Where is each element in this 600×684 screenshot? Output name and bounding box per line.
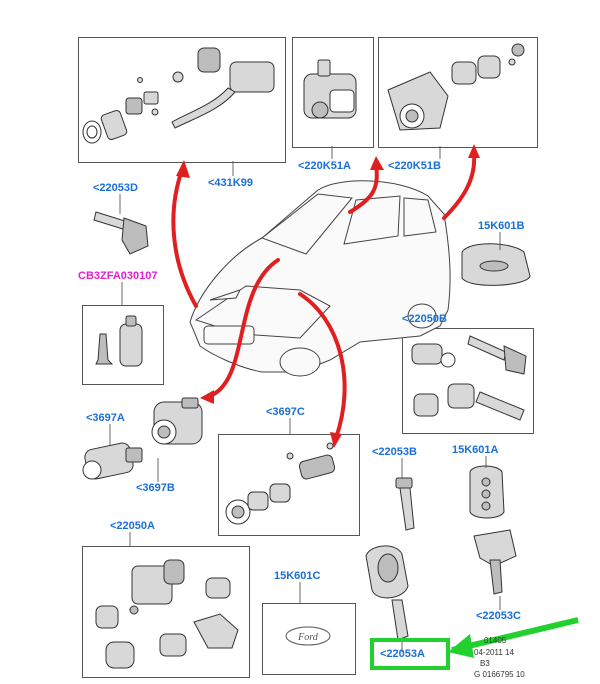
ref-line-4: G 0166795 10 [474, 670, 525, 679]
label-CB3ZFA030107: CB3ZFA030107 [78, 270, 158, 282]
arrow-to-220K51B [442, 152, 477, 220]
arrow-to-431K99 [171, 168, 198, 308]
box-431K99 [78, 37, 286, 163]
remote-key-15K601B [461, 243, 531, 286]
box-CB3ZFA030107 [82, 305, 164, 385]
ref-line-3: B3 [480, 659, 490, 668]
lock-set-22050A [95, 559, 239, 669]
arrowhead-220K51B [468, 144, 480, 158]
arrow-to-220K51A [348, 164, 379, 214]
key-22053C [473, 529, 517, 595]
label-431K99: <431K99 [208, 177, 253, 189]
label-220K51A: <220K51A [298, 160, 351, 172]
lock-components-3697C [225, 442, 336, 525]
label-220K51B: <220K51B [388, 160, 441, 172]
label-22053A: <22053A [380, 648, 425, 660]
lock-housing-220K51B [387, 43, 525, 131]
ref-line-1: 01405 [484, 636, 507, 645]
highlight-box-22053A [370, 638, 450, 670]
remote-key-15K601A [469, 465, 505, 519]
label-22053C: <22053C [476, 610, 521, 622]
ignition-cylinder-3697B [151, 397, 203, 445]
lock-set-22050B [411, 335, 527, 421]
label-15K601C: 15K601C [274, 570, 321, 582]
arrow-to-3697B [208, 258, 280, 398]
label-22053B: <22053B [372, 446, 417, 458]
key-blade-22053D [93, 211, 149, 255]
key-blade-22053B [395, 477, 415, 531]
lubricant-kit-CB3ZFA030107 [95, 315, 143, 367]
box-15K601C [262, 603, 356, 675]
lock-cylinder-parts-431K99 [82, 47, 275, 144]
red-arrows [171, 144, 480, 448]
arrow-to-3697C [298, 292, 347, 440]
ignition-lock-3697A [82, 442, 143, 480]
ref-line-2: 04-2011 14 [474, 648, 514, 657]
label-3697A: <3697A [86, 412, 125, 424]
lock-housing-220K51A [303, 59, 357, 119]
ford-logo: Ford [285, 626, 331, 646]
label-22050A: <22050A [110, 520, 155, 532]
ford-logo-text: Ford [297, 632, 319, 643]
label-22053D: <22053D [93, 182, 138, 194]
box-220K51A [292, 37, 374, 148]
label-22050B: <22050B [402, 313, 447, 325]
label-15K601A: 15K601A [452, 444, 499, 456]
arrowhead-3697B [200, 390, 214, 404]
arrowhead-431K99 [176, 160, 190, 178]
green-arrow-shaft [451, 617, 579, 653]
green-highlight [370, 617, 579, 670]
box-3697C [218, 434, 360, 536]
box-22050B [402, 328, 534, 434]
label-3697C: <3697C [266, 406, 305, 418]
arrowhead-220K51A [370, 156, 384, 170]
label-15K601B: 15K601B [478, 220, 525, 232]
box-220K51B [378, 37, 538, 148]
arrowhead-3697C [330, 432, 342, 448]
label-3697B: <3697B [136, 482, 175, 494]
leader-lines [109, 146, 501, 652]
box-22050A [82, 546, 250, 678]
green-arrowhead [448, 634, 474, 658]
car-illustration [189, 180, 451, 377]
key-22053A [365, 545, 409, 641]
